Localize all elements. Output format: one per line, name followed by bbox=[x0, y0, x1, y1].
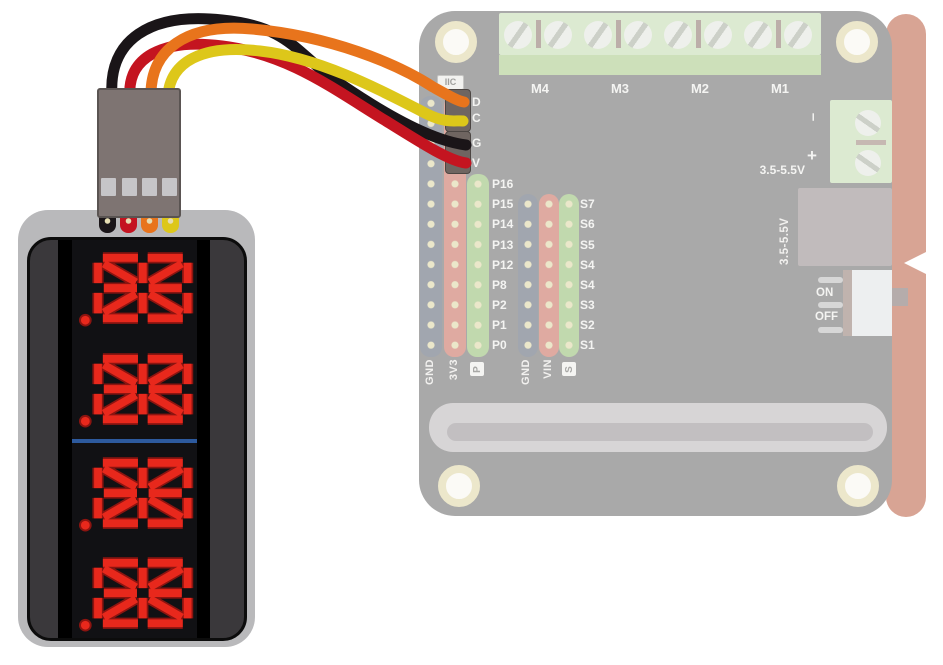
p-group-box: P bbox=[470, 362, 484, 376]
plus-label: + bbox=[807, 146, 817, 165]
segment-digit bbox=[79, 353, 194, 428]
cable-plug bbox=[97, 88, 181, 218]
terminal-screw bbox=[624, 21, 652, 49]
motor-label: M4 bbox=[530, 81, 550, 96]
gnd-pin-column bbox=[518, 194, 538, 357]
mounting-hole bbox=[836, 21, 878, 63]
wire-nub-red bbox=[120, 215, 137, 233]
plug-pad bbox=[162, 178, 177, 196]
p-pin-label: P13 bbox=[492, 238, 514, 252]
switch-pin bbox=[818, 327, 843, 333]
mounting-hole bbox=[837, 465, 879, 507]
s-pin-column bbox=[559, 194, 579, 357]
switch-pin bbox=[818, 277, 843, 283]
segment-digit bbox=[79, 457, 194, 532]
p-pin-label: P12 bbox=[492, 258, 514, 272]
wire-yellow-to-C bbox=[162, 44, 469, 127]
terminal-divider bbox=[536, 20, 541, 48]
s-pin-label: S6 bbox=[580, 217, 595, 231]
plug-pad bbox=[101, 178, 116, 196]
terminal-screw bbox=[504, 21, 532, 49]
wire-black-to-G bbox=[106, 13, 472, 151]
terminal-screw bbox=[744, 21, 772, 49]
vin-pin-column bbox=[539, 194, 559, 357]
s-pin-label: S1 bbox=[580, 338, 595, 352]
gnd-pin-column bbox=[420, 96, 442, 357]
p-pin-label: P0 bbox=[492, 338, 507, 352]
terminal-screw bbox=[544, 21, 572, 49]
motor-terminal-base bbox=[499, 55, 821, 75]
wire-red-to-V bbox=[124, 38, 472, 169]
wire-nub-black bbox=[99, 215, 116, 233]
p-pin-label: P15 bbox=[492, 197, 514, 211]
display-face bbox=[27, 237, 247, 641]
plug-pad bbox=[142, 178, 157, 196]
wire-orange-to-D bbox=[145, 22, 470, 108]
motor-label: M3 bbox=[610, 81, 630, 96]
p-pin-label: P8 bbox=[492, 278, 507, 292]
p-pin-label: P16 bbox=[492, 177, 514, 191]
display-seam bbox=[72, 439, 197, 443]
iic-pin-label: G bbox=[472, 136, 482, 150]
mounting-hole bbox=[438, 465, 480, 507]
terminal-divider bbox=[856, 140, 886, 145]
iic-pin-label: C bbox=[472, 111, 481, 125]
terminal-screw bbox=[855, 150, 881, 176]
motor-label: M2 bbox=[690, 81, 710, 96]
iic-pin-label: V bbox=[472, 156, 481, 170]
switch-actuator[interactable] bbox=[892, 288, 908, 306]
s-pin-label: S4 bbox=[580, 258, 595, 272]
switch-off-label: OFF bbox=[815, 311, 838, 323]
p-pin-label: P14 bbox=[492, 217, 514, 231]
p-pin-label: P1 bbox=[492, 318, 507, 332]
motor-label: M1 bbox=[770, 81, 790, 96]
s-pin-label: S4 bbox=[580, 278, 595, 292]
wire-nub-orange bbox=[141, 215, 158, 233]
terminal-divider bbox=[616, 20, 621, 48]
s-group-box: S bbox=[562, 362, 576, 376]
iic-pin-label: D bbox=[472, 95, 481, 109]
segment-digit bbox=[79, 252, 194, 327]
dc-power-jack bbox=[798, 188, 892, 266]
terminal-divider bbox=[776, 20, 781, 48]
segment-digit bbox=[79, 557, 194, 632]
terminal-screw bbox=[855, 110, 881, 136]
p-pin-column bbox=[467, 174, 489, 357]
power-switch[interactable] bbox=[852, 270, 892, 336]
terminal-divider bbox=[696, 20, 701, 48]
switch-edge bbox=[843, 270, 852, 336]
terminal-screw bbox=[784, 21, 812, 49]
s-pin-label: S3 bbox=[580, 298, 595, 312]
switch-pin bbox=[818, 302, 843, 308]
power-voltage-label: 3.5-5.5V bbox=[759, 163, 805, 177]
mounting-hole bbox=[435, 21, 477, 63]
p-pin-label: P2 bbox=[492, 298, 507, 312]
plug-pad bbox=[122, 178, 137, 196]
wire-nub-yellow bbox=[162, 215, 179, 233]
switch-on-label: ON bbox=[816, 287, 834, 299]
edge-connector-slot-inner bbox=[447, 423, 873, 441]
terminal-screw bbox=[584, 21, 612, 49]
s-pin-label: S7 bbox=[580, 197, 595, 211]
s-pin-label: S5 bbox=[580, 238, 595, 252]
s-pin-label: S2 bbox=[580, 318, 595, 332]
edge-notch-arrow bbox=[904, 252, 926, 274]
terminal-screw bbox=[704, 21, 732, 49]
terminal-screw bbox=[664, 21, 692, 49]
